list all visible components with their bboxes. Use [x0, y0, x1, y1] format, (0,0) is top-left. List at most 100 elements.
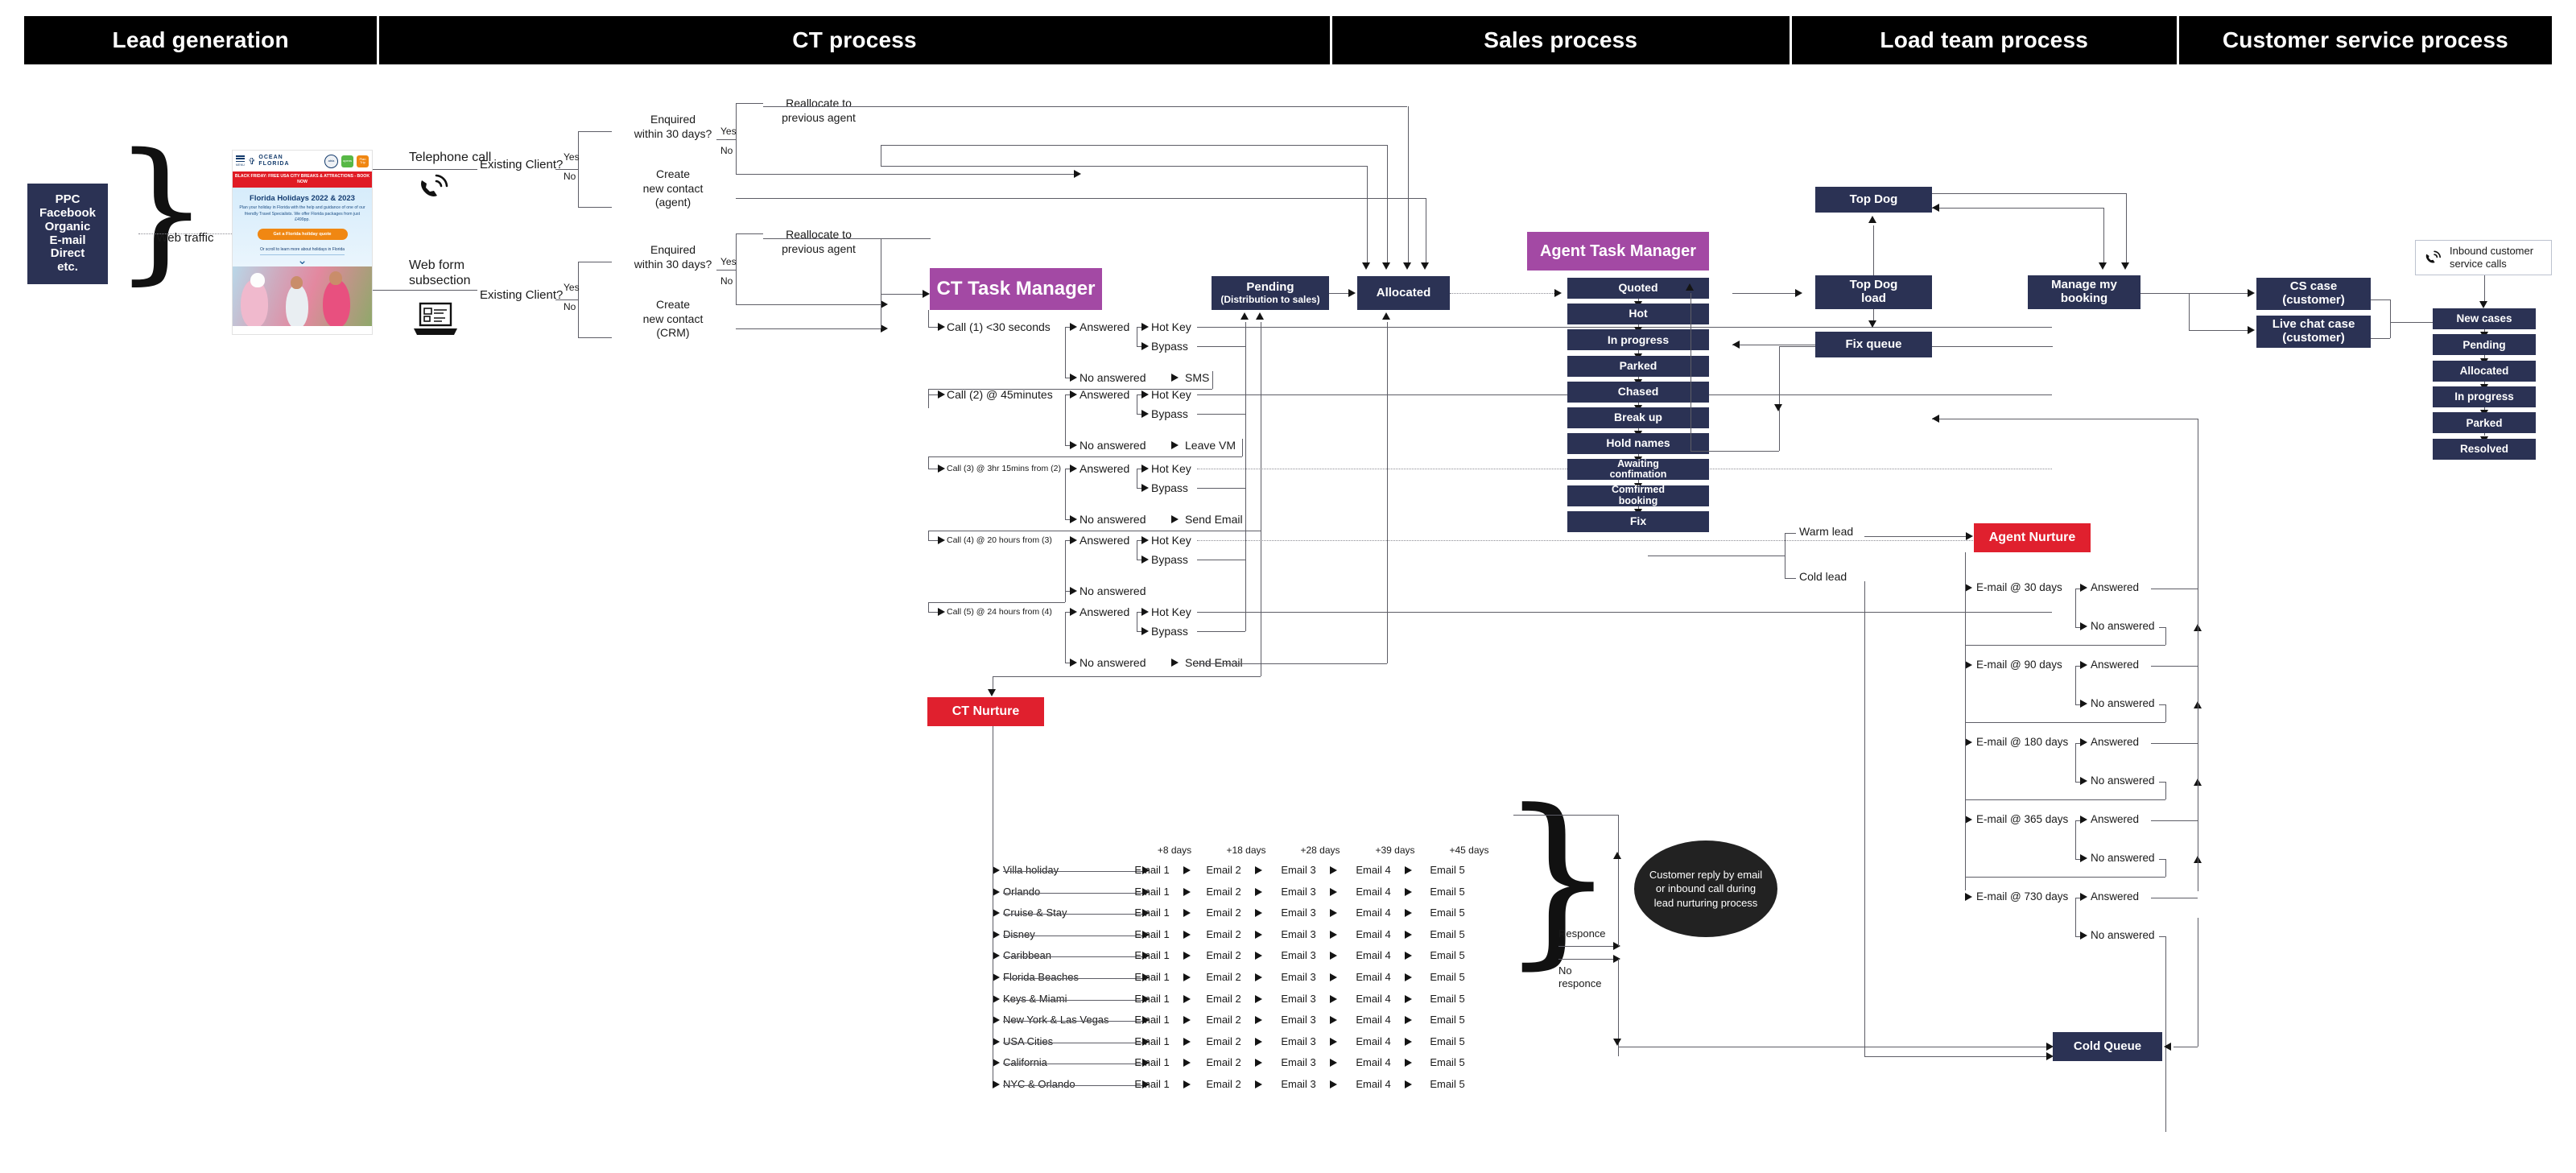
decision-existing-client-2: Existing Client?: [480, 288, 564, 302]
dec1-stem: [555, 169, 578, 170]
agent-nurture-row-arrow: [1965, 661, 1972, 669]
cold-lead-h: [1864, 1056, 2046, 1057]
nurture-email-label: Email 2: [1206, 992, 1241, 1005]
agent-nurture-ans-arrow: [2080, 816, 2087, 824]
dec1-enq-split: [736, 103, 737, 174]
agent-nurture-email-label: E-mail @ 365 days: [1976, 813, 2069, 825]
manage-my-booking-box: Manage my booking: [2028, 275, 2140, 309]
nurture-day-header-1: +8 days: [1157, 845, 1192, 856]
nurture-row-rail: [1003, 999, 1144, 1001]
pending-to-allocated: [1329, 293, 1348, 294]
nurture-row-email-arrow: [1142, 909, 1150, 918]
agent-nurture-na-arrow: [2080, 622, 2087, 630]
nurture-row-arrow: [993, 952, 1000, 960]
nurture-row-arrow: [993, 866, 1000, 874]
sales-stage-in-progress: In progress: [1567, 329, 1709, 351]
agent-nurture-na-run: [2159, 704, 2165, 705]
nurture-row-email-arrow: [1142, 1059, 1150, 1068]
nurture-step-arrow: [1255, 909, 1262, 918]
dec1-reallocate-run: [884, 106, 1407, 107]
call3-hk-arrow: [1141, 465, 1149, 473]
pending-allocated-arrow: [1348, 289, 1356, 297]
nurture-step-arrow: [1405, 1016, 1412, 1025]
response-label: Responce: [1558, 927, 1606, 940]
agent-nurture-branch-v: [2075, 743, 2076, 782]
nurture-email-label: Email 4: [1356, 1014, 1391, 1026]
call3-answered: Answered: [1080, 462, 1130, 475]
nurture-row-email-arrow: [1142, 1080, 1150, 1088]
pending-feed-a-arrow: [1241, 312, 1249, 320]
call2-answered: Answered: [1080, 388, 1130, 401]
inbound-calls-box: Inbound customer service calls: [2415, 240, 2552, 275]
call4-hk-run: [1197, 540, 2052, 541]
call3-hotkey: Hot Key: [1151, 462, 1191, 475]
nurture-row-email-arrow: [1142, 973, 1150, 981]
photo-figure: [241, 279, 268, 327]
nurture-day-header-4: +39 days: [1375, 845, 1415, 856]
call2-vm-v: [1242, 439, 1243, 456]
laptop-form-icon: [414, 302, 457, 335]
agent-nurture-return-tick: [2193, 624, 2202, 631]
agent-nurture-cold-arrow: [2164, 1043, 2171, 1051]
nurture-email-label: Email 2: [1206, 1078, 1241, 1090]
call5-elbow-h: [928, 612, 938, 613]
nurture-step-arrow: [1330, 1080, 1337, 1088]
nurture-response-brace: }: [1499, 771, 1617, 986]
nurture-step-arrow: [1183, 866, 1191, 874]
warm-lead-stem: [1785, 533, 1796, 534]
allocated-box: Allocated: [1357, 276, 1450, 310]
agent-nurture-no-answered: No answered: [2091, 774, 2155, 787]
nurture-step-arrow: [1255, 866, 1262, 874]
nurture-email-label: Email 3: [1281, 1078, 1316, 1090]
ct-nurture-arrow-in: [988, 689, 996, 696]
agent-nurture-answered: Answered: [2091, 736, 2140, 748]
nurture-email-label: Email 4: [1356, 907, 1391, 919]
nurture-step-arrow: [1183, 909, 1191, 918]
nurture-step-arrow: [1405, 887, 1412, 896]
call4-hk-arrow: [1141, 536, 1149, 544]
agent-nurture-na-drop: [2165, 859, 2166, 877]
dec1-create-label: Create new contact (agent): [642, 167, 704, 209]
agent-nurture-email-label: E-mail @ 730 days: [1976, 890, 2069, 902]
call2-hotkey: Hot Key: [1151, 388, 1191, 401]
dec2-sub-no: No: [720, 275, 733, 287]
responce-up-v: [1618, 815, 1619, 946]
cs-stage-parked: Parked: [2433, 412, 2536, 434]
dec2-reallocate-label: Reallocate to previous agent: [782, 228, 856, 255]
call4-label: Call (4) @ 20 hours from (3): [947, 535, 1052, 545]
agent-nurture-answered: Answered: [2091, 813, 2140, 825]
call5-na-arrow: [1070, 659, 1077, 667]
mmb-livechat-arrow: [2248, 326, 2255, 334]
quoted-return-h: [1690, 451, 1779, 452]
live-chat-case-box: Live chat case (customer): [2256, 316, 2371, 348]
nurture-row-rail: [1003, 871, 1144, 872]
call3-elbow-v: [928, 456, 929, 469]
nurture-step-arrow: [1330, 973, 1337, 981]
agent-nurture-no-answered: No answered: [2091, 697, 2155, 709]
call3-arrow: [938, 465, 945, 473]
header-cell-load-team-process: Load team process: [1791, 16, 2179, 64]
alloc-top-arrow-2: [1382, 262, 1390, 270]
nurture-row-email-arrow: [1142, 1037, 1150, 1046]
dec1-create-line: [736, 198, 1074, 199]
agent-nurture-ans-run: [2151, 666, 2198, 667]
nurture-row-email-arrow: [1142, 952, 1150, 960]
nurture-step-arrow: [1255, 952, 1262, 960]
agent-nurture-email-label: E-mail @ 180 days: [1976, 736, 2069, 748]
call4-na-v: [1065, 591, 1066, 602]
agent-nurture-ans-arrow: [2080, 738, 2087, 746]
nurture-email-label: Email 5: [1430, 1014, 1465, 1026]
dec2-create-line: [736, 328, 881, 329]
nurture-email-label: Email 5: [1430, 927, 1465, 940]
dec1-no-line: [578, 207, 612, 208]
sales-stage-break-up: Break up: [1567, 407, 1709, 428]
nurture-email-label: Email 4: [1356, 864, 1391, 876]
customer-reply-bubble: Customer reply by email or inbound call …: [1634, 841, 1777, 937]
agent-nurture-branch-v: [2075, 820, 2076, 859]
nurture-email-label: Email 3: [1281, 971, 1316, 983]
topdog-to-mmb: [1932, 193, 2126, 194]
allocated-quoted-arrow: [1554, 289, 1562, 297]
nurture-segment-label: USA Cities: [1003, 1035, 1054, 1047]
site-cta-button[interactable]: Get a Florida holiday quote: [257, 228, 348, 240]
